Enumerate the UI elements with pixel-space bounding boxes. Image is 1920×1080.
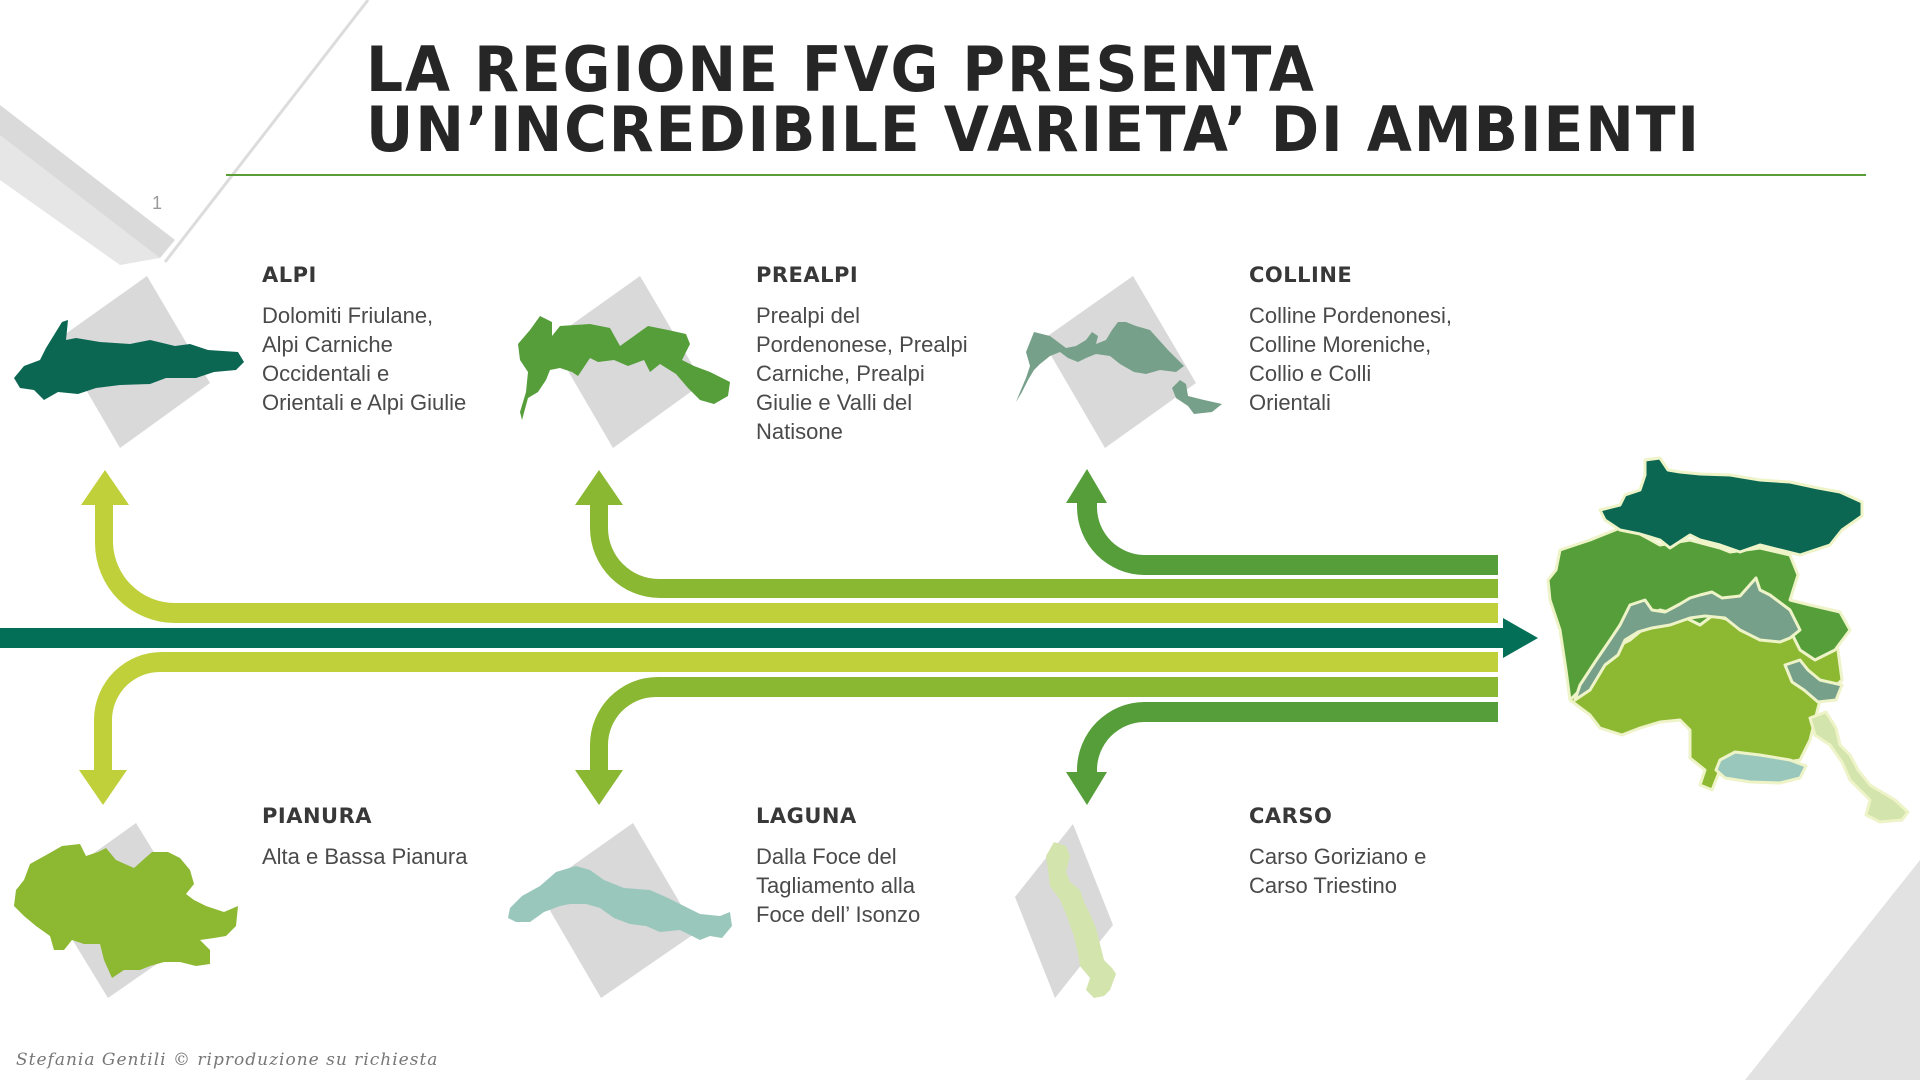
description-line: Alta e Bassa Pianura xyxy=(262,844,468,869)
description-line: Collio e Colli xyxy=(1249,361,1372,386)
arrow-to-pianura xyxy=(79,652,1498,805)
description-line: Dalla Foce del xyxy=(756,844,897,869)
title-underline xyxy=(226,174,1866,176)
arrow-to-prealpi xyxy=(575,470,1498,598)
description-line: Tagliamento alla xyxy=(756,873,915,898)
arrow-to-carso xyxy=(1066,702,1498,805)
description-line: Orientali xyxy=(1249,390,1331,415)
decor-strip-inner xyxy=(0,105,175,258)
page-title-line-1: LA REGIONE FVG PRESENTA xyxy=(366,33,1316,106)
region-description-pianura: Alta e Bassa Pianura xyxy=(262,842,522,871)
region-laguna: LAGUNA Dalla Foce del Tagliamento alla F… xyxy=(756,804,1016,929)
description-line: Occidentali e xyxy=(262,361,390,386)
map-thumb-alpi xyxy=(14,320,244,400)
fvg-map-alpi xyxy=(1598,456,1864,557)
description-line: Dolomiti Friulane, xyxy=(262,303,434,328)
region-title-laguna: LAGUNA xyxy=(756,804,857,828)
map-thumb-carso xyxy=(1046,842,1116,998)
region-title-colline: COLLINE xyxy=(1249,263,1353,287)
region-title-pianura: PIANURA xyxy=(262,804,373,828)
fvg-region-map xyxy=(1546,456,1910,824)
region-carso: CARSO Carso Goriziano e Carso Triestino xyxy=(1249,804,1509,900)
description-line: Prealpi del xyxy=(756,303,860,328)
region-title-alpi: ALPI xyxy=(262,263,317,287)
fvg-map-laguna xyxy=(1714,750,1808,785)
description-line: Carso Goriziano e xyxy=(1249,844,1427,869)
credit-footer: Stefania Gentili © riproduzione su richi… xyxy=(16,1050,439,1070)
decor-corner-triangle xyxy=(1745,860,1920,1080)
fvg-map-colline xyxy=(1573,576,1844,704)
region-colline: COLLINE Colline Pordenonesi, Colline Mor… xyxy=(1249,263,1509,417)
main-arrow-to-fvg-map xyxy=(0,618,1538,658)
page-title-line-2: UN’INCREDIBILE VARIETA’ DI AMBIENTI xyxy=(366,93,1701,166)
description-line: Pordenonese, Prealpi xyxy=(756,332,968,357)
map-thumb-colline xyxy=(1016,322,1222,414)
region-alpi: ALPI Dolomiti Friulane, Alpi Carniche Oc… xyxy=(262,263,522,417)
description-line: Colline Moreniche, xyxy=(1249,332,1432,357)
region-description-carso: Carso Goriziano e Carso Triestino xyxy=(1249,842,1509,900)
description-line: Colline Pordenonesi, xyxy=(1249,303,1453,328)
description-line: Orientali e Alpi Giulie xyxy=(262,390,467,415)
description-line: Carniche, Prealpi xyxy=(756,361,925,386)
description-line: Foce dell’ Isonzo xyxy=(756,902,921,927)
description-line: Carso Triestino xyxy=(1249,873,1397,898)
arrow-to-colline xyxy=(1066,469,1498,575)
arrow-to-laguna xyxy=(575,677,1498,805)
map-thumb-laguna xyxy=(508,866,732,940)
page-number: 1 xyxy=(152,193,163,213)
description-line: Alpi Carniche xyxy=(262,332,393,357)
region-title-prealpi: PREALPI xyxy=(756,263,859,287)
map-thumb-pianura xyxy=(14,844,238,978)
region-pianura: PIANURA Alta e Bassa Pianura xyxy=(262,804,522,871)
arrow-to-alpi xyxy=(81,470,1498,623)
region-prealpi: PREALPI Prealpi del Pordenonese, Prealpi… xyxy=(756,263,1016,446)
description-line: Giulie e Valli del xyxy=(756,390,913,415)
fvg-map-carso xyxy=(1808,710,1910,824)
description-line: Natisone xyxy=(756,419,843,444)
decor-diagonal-line xyxy=(163,0,370,263)
region-description-alpi: Dolomiti Friulane, Alpi Carniche Occiden… xyxy=(262,301,522,417)
flow-arrows xyxy=(0,469,1538,805)
region-title-carso: CARSO xyxy=(1249,804,1333,828)
region-description-prealpi: Prealpi del Pordenonese, Prealpi Carnich… xyxy=(756,301,1016,446)
page-title: LA REGIONE FVG PRESENTA UN’INCREDIBILE V… xyxy=(366,33,1701,166)
map-thumb-prealpi xyxy=(518,316,730,420)
region-description-colline: Colline Pordenonesi, Colline Moreniche, … xyxy=(1249,301,1509,417)
region-description-laguna: Dalla Foce del Tagliamento alla Foce del… xyxy=(756,842,1016,929)
